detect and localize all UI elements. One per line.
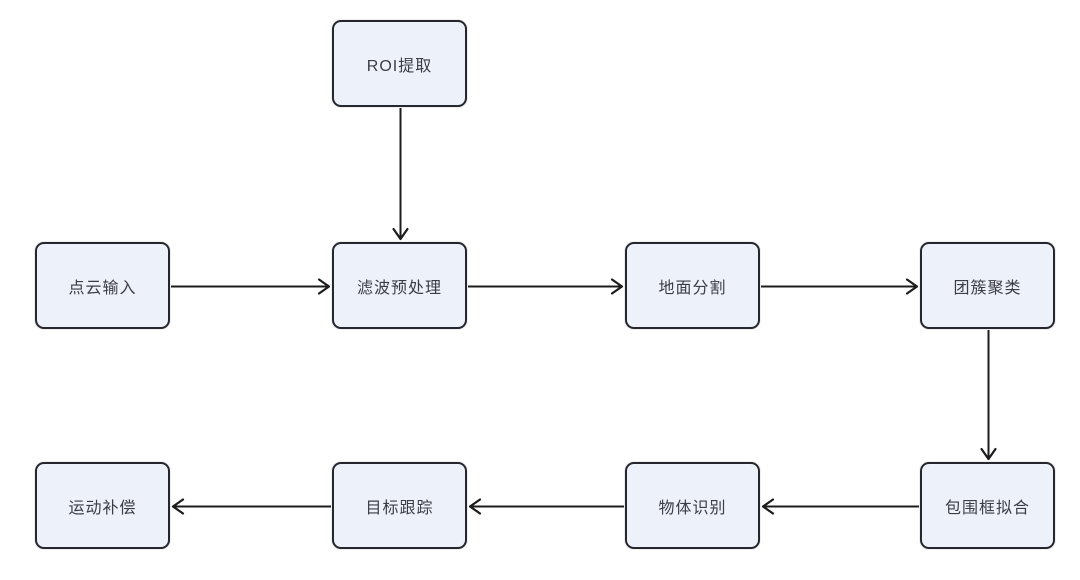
node-input: 点云输入 (35, 242, 170, 329)
node-label: 目标跟踪 (365, 499, 434, 517)
node-recognize: 物体识别 (625, 462, 760, 549)
node-label: 地面分割 (658, 279, 727, 297)
node-filter: 滤波预处理 (332, 242, 467, 329)
node-label: ROI提取 (366, 57, 433, 75)
node-label: 团簇聚类 (953, 279, 1022, 297)
node-label: 运动补偿 (68, 499, 137, 517)
node-label: 物体识别 (658, 499, 727, 517)
node-bbox: 包围框拟合 (920, 462, 1055, 549)
node-motion: 运动补偿 (35, 462, 170, 549)
node-ground: 地面分割 (625, 242, 760, 329)
node-label: 点云输入 (68, 279, 137, 297)
node-roi: ROI提取 (332, 20, 467, 107)
node-label: 包围框拟合 (944, 499, 1030, 517)
node-cluster: 团簇聚类 (920, 242, 1055, 329)
node-label: 滤波预处理 (356, 279, 442, 297)
node-track: 目标跟踪 (332, 462, 467, 549)
